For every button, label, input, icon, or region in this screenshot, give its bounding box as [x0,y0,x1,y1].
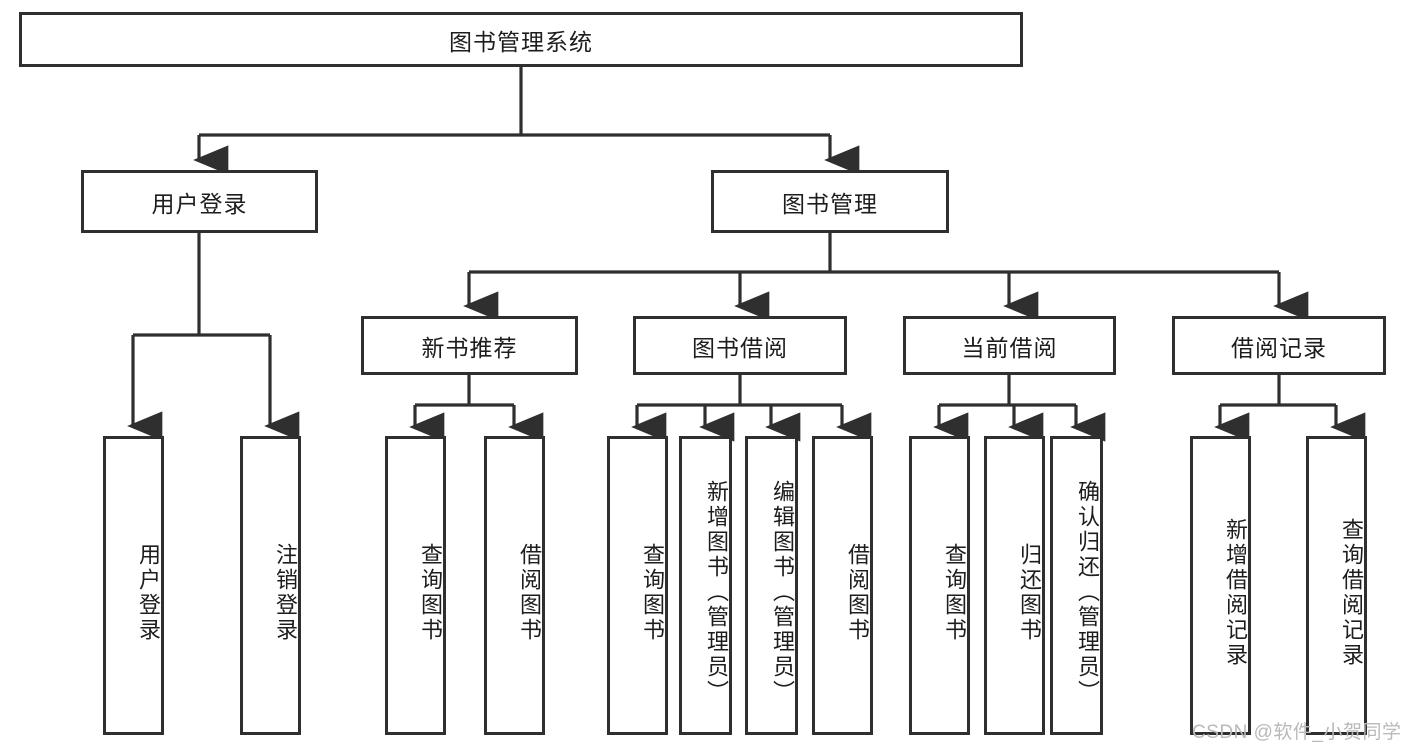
node-leaf-add-book-label: 新增图书（管理员） [704,480,729,705]
node-user-login-label: 用户登录 [151,190,248,217]
node-leaf-user-logout-label: 注销登录 [273,542,298,643]
node-root-label: 图书管理系统 [449,28,593,55]
node-book-manage[interactable]: 图书管理 [711,170,949,233]
node-user-login[interactable]: 用户登录 [81,170,318,233]
node-leaf-query-book-2-label: 查询图书 [640,542,665,643]
node-leaf-borrow-book-1[interactable]: 借阅图书 [484,436,545,735]
node-book-manage-label: 图书管理 [782,190,878,217]
node-borrow-record[interactable]: 借阅记录 [1172,316,1386,375]
node-leaf-borrow-book-2-label: 借阅图书 [845,542,870,643]
node-current-borrow-label: 当前借阅 [961,334,1058,361]
node-leaf-add-borrow-record-label: 新增借阅记录 [1223,517,1248,668]
node-leaf-user-logout[interactable]: 注销登录 [240,436,301,735]
node-leaf-user-login-label: 用户登录 [136,542,161,643]
node-leaf-edit-book-label: 编辑图书（管理员） [770,480,795,705]
node-leaf-query-borrow-record[interactable]: 查询借阅记录 [1306,436,1367,735]
node-leaf-query-book-1-label: 查询图书 [418,542,443,643]
watermark-text: CSDN @软件_小贺同学 [1192,722,1402,743]
node-leaf-edit-book[interactable]: 编辑图书（管理员） [745,436,798,735]
node-leaf-return-book[interactable]: 归还图书 [984,436,1045,735]
node-leaf-add-book[interactable]: 新增图书（管理员） [679,436,732,735]
node-root[interactable]: 图书管理系统 [19,12,1023,67]
node-leaf-query-book-1[interactable]: 查询图书 [385,436,446,735]
node-borrow-record-label: 借阅记录 [1231,334,1327,361]
node-leaf-confirm-return[interactable]: 确认归还（管理员） [1050,436,1103,735]
node-leaf-user-login[interactable]: 用户登录 [103,436,164,735]
node-current-borrow[interactable]: 当前借阅 [903,316,1116,375]
node-leaf-query-book-2[interactable]: 查询图书 [607,436,668,735]
node-book-borrow[interactable]: 图书借阅 [633,316,847,375]
node-leaf-query-book-3[interactable]: 查询图书 [909,436,970,735]
node-book-borrow-label: 图书借阅 [692,334,788,361]
node-leaf-return-book-label: 归还图书 [1017,542,1042,643]
node-leaf-add-borrow-record[interactable]: 新增借阅记录 [1190,436,1251,735]
node-leaf-borrow-book-1-label: 借阅图书 [517,542,542,643]
node-new-book-recommend[interactable]: 新书推荐 [361,316,578,375]
node-leaf-query-borrow-record-label: 查询借阅记录 [1339,517,1364,668]
node-leaf-query-book-3-label: 查询图书 [942,542,967,643]
node-leaf-confirm-return-label: 确认归还（管理员） [1075,480,1100,705]
node-leaf-borrow-book-2[interactable]: 借阅图书 [812,436,873,735]
node-new-book-recommend-label: 新书推荐 [421,334,518,361]
